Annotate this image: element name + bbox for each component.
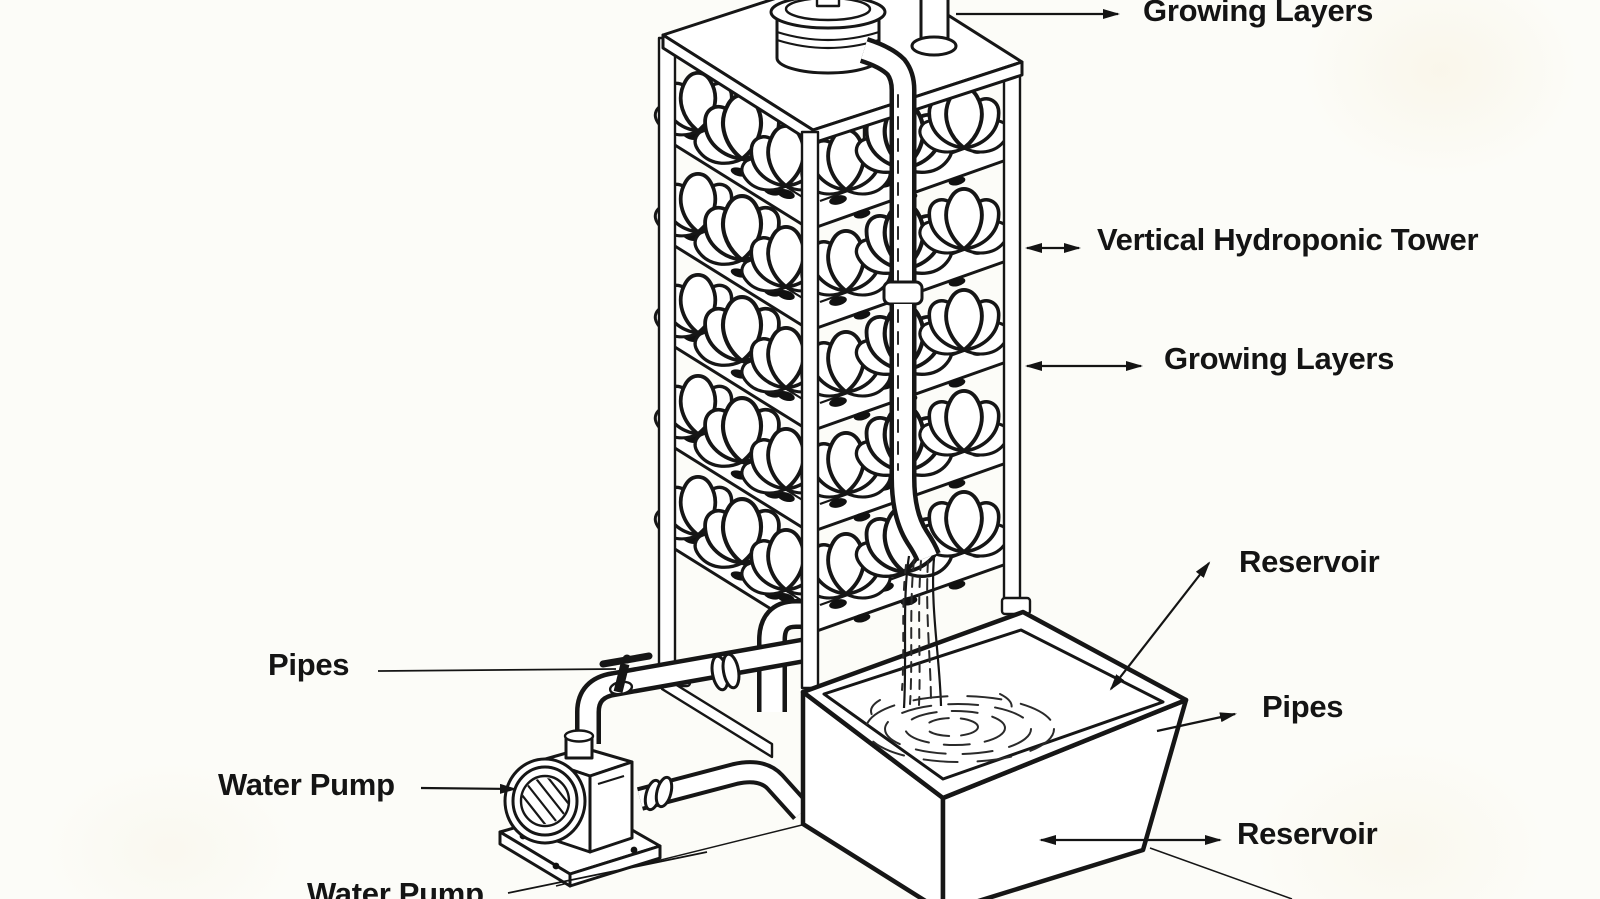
label-reservoir-right: Reservoir <box>1239 544 1380 579</box>
arrow-reservoir-right <box>1109 561 1211 691</box>
reservoir <box>800 609 1189 899</box>
label-growing-layers-mid: Growing Layers <box>1164 341 1395 376</box>
pipe-flange <box>654 775 674 809</box>
pump-body-side <box>588 760 634 854</box>
pump-inlet <box>563 729 595 760</box>
pipe-sleeve <box>882 280 924 306</box>
pipe-flange <box>721 652 741 690</box>
label-growing-layers-top: Growing Layers <box>1143 0 1374 28</box>
distribution-pipe <box>859 37 941 563</box>
water-stream <box>901 555 943 709</box>
arrow-water-pump-left <box>420 783 517 794</box>
line-water-pump-bottom <box>507 851 708 894</box>
line-pipes-left <box>377 668 617 672</box>
label-water-pump-left: Water Pump <box>218 767 395 802</box>
growing-layers-trays <box>650 73 1013 632</box>
frame-post-right <box>1002 62 1022 602</box>
frame-post-left <box>657 36 677 672</box>
label-reservoir-bottom: Reservoir <box>1237 816 1378 851</box>
water-ripples <box>865 693 1055 763</box>
label-pipes-left: Pipes <box>268 647 350 682</box>
tower-top <box>661 0 1024 145</box>
annotation-lines <box>377 9 1237 894</box>
nutrient-tank <box>769 0 887 75</box>
pump-motor <box>503 757 587 845</box>
arrow-pipes-right <box>1156 712 1237 733</box>
tank-lid-knob <box>815 0 841 8</box>
label-water-pump-bottom: Water Pump <box>307 876 484 899</box>
riser-pipe <box>757 599 802 712</box>
label-vertical-hydroponic-tower: Vertical Hydroponic Tower <box>1097 222 1479 257</box>
water-pump <box>498 652 662 888</box>
inlet-pipe <box>910 0 958 57</box>
frame-post-front <box>800 130 820 690</box>
valve <box>599 652 653 696</box>
label-pipes-right: Pipes <box>1262 689 1344 724</box>
suction-pipe <box>636 760 811 821</box>
